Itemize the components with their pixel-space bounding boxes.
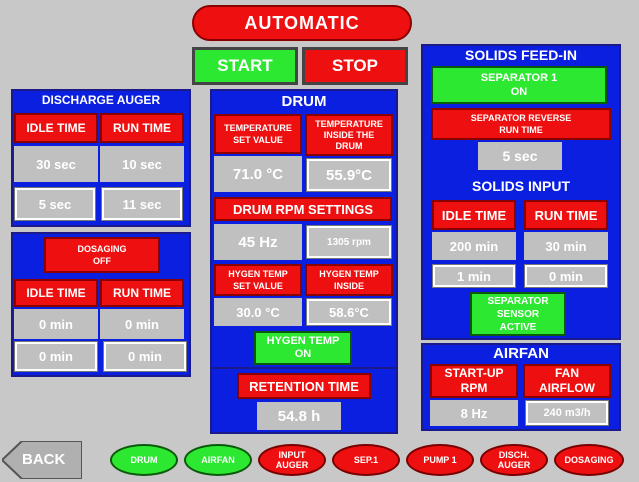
discharge-run-label: RUN TIME [100,113,184,143]
solids-run-setpoint[interactable]: 0 min [524,264,608,288]
back-arrow-icon [2,441,82,479]
temp-set-label-l2: SET VALUE [233,135,283,145]
start-button[interactable]: START [192,47,298,85]
temp-set-value[interactable]: 71.0 °C [214,156,302,192]
sensor-button-l1: SEPARATOR [487,295,549,307]
discharge-auger-title: DISCHARGE AUGER [41,93,161,107]
hygen-set-value[interactable]: 30.0 °C [214,298,302,326]
fan-airflow-label: FAN AIRFLOW [523,364,611,398]
reverse-label-l1: SEPARATOR REVERSE [470,113,572,123]
reverse-label-l2: RUN TIME [499,125,543,135]
nav-pump1-label: PUMP 1 [423,455,457,465]
hygen-button-l1: HYGEN TEMP [266,335,340,347]
back-button[interactable]: BACK [2,441,82,479]
dosaging-idle-label: IDLE TIME [14,279,98,307]
startup-label-l1: START-UP [444,366,504,380]
mode-indicator: AUTOMATIC [192,5,412,41]
airflow-label-l1: FAN [555,366,579,380]
hygen-set-label: HYGEN TEMP SET VALUE [214,264,302,296]
discharge-idle-setpoint[interactable]: 5 sec [14,187,96,221]
sensor-button-l2: SENSOR [496,308,540,320]
solids-idle-actual: 200 min [432,232,516,260]
separator-reverse-value[interactable]: 5 sec [478,142,562,170]
nav-dosaging-button[interactable]: DOSAGING [554,444,624,476]
solids-idle-setpoint[interactable]: 1 min [432,264,516,288]
discharge-run-actual: 10 sec [100,146,184,182]
dosaging-idle-actual: 0 min [14,309,98,339]
solids-idle-label: IDLE TIME [432,200,516,230]
dosaging-run-setpoint[interactable]: 0 min [103,341,187,372]
separator-1-button[interactable]: SEPARATOR 1 ON [431,66,607,104]
temp-set-label: TEMPERATURE SET VALUE [214,114,302,154]
dosaging-button-line1: DOSAGING [77,244,127,254]
temp-set-label-l1: TEMPERATURE [224,123,292,133]
nav-drum-label: DRUM [130,455,158,465]
hygen-inside-label: HYGEN TEMP INSIDE [305,264,393,296]
dosaging-idle-setpoint[interactable]: 0 min [14,341,98,372]
airfan-title: AIRFAN [493,345,549,362]
nav-drum-button[interactable]: DRUM [110,444,178,476]
nav-disch-auger-button[interactable]: DISCH. AUGER [480,444,548,476]
nav-pump1-button[interactable]: PUMP 1 [406,444,474,476]
nav-disch-auger-l2: AUGER [497,460,531,470]
back-button-label: BACK [22,451,66,468]
dosaging-run-label: RUN TIME [100,279,184,307]
sensor-button-l3: ACTIVE [499,321,537,333]
hygen-inside-label-l1: HYGEN TEMP [319,269,379,279]
temp-inside-label-l2: INSIDE THE [323,129,375,140]
hygen-set-label-l1: HYGEN TEMP [228,269,288,279]
temp-inside-label-l3: DRUM [335,140,363,151]
nav-input-auger-l2: AUGER [275,460,309,470]
nav-disch-auger-l1: DISCH. [498,450,530,460]
solids-run-label: RUN TIME [524,200,608,230]
nav-airfan-button[interactable]: AIRFAN [184,444,252,476]
separator-button-l1: SEPARATOR 1 [480,72,558,84]
temp-inside-label-l1: TEMPERATURE [315,118,383,129]
startup-rpm-value[interactable]: 8 Hz [430,400,518,426]
drum-rpm-value: 1305 rpm [306,225,392,259]
drum-rpm-hz-value[interactable]: 45 Hz [214,224,302,260]
drum-rpm-label: DRUM RPM SETTINGS [214,197,392,221]
airflow-label-l2: AIRFLOW [539,381,595,395]
nav-input-auger-l1: INPUT [278,450,306,460]
discharge-idle-actual: 30 sec [14,146,98,182]
temp-inside-label: TEMPERATURE INSIDE THE DRUM [305,114,393,156]
retention-time-value: 54.8 h [257,402,341,430]
nav-input-auger-button[interactable]: INPUT AUGER [258,444,326,476]
hygen-inside-value: 58.6°C [306,298,392,326]
nav-dosaging-label: DOSAGING [564,455,614,465]
nav-airfan-label: AIRFAN [201,455,235,465]
discharge-idle-label: IDLE TIME [14,113,98,143]
solids-input-title: SOLIDS INPUT [471,178,570,194]
separator-reverse-label: SEPARATOR REVERSE RUN TIME [431,108,611,140]
hygen-set-label-l2: SET VALUE [233,281,283,291]
separator-sensor-button[interactable]: SEPARATOR SENSOR ACTIVE [470,292,566,336]
solids-feed-title: SOLIDS FEED-IN [464,47,577,63]
discharge-run-setpoint[interactable]: 11 sec [101,187,183,221]
hygen-button-l2: ON [294,348,312,360]
fan-airflow-value: 240 m3/h [525,400,609,426]
hygen-inside-label-l2: INSIDE [333,281,364,291]
hygen-temp-button[interactable]: HYGEN TEMP ON [254,331,352,365]
drum-title: DRUM [281,93,327,110]
retention-time-label: RETENTION TIME [237,373,371,399]
solids-run-actual: 30 min [524,232,608,260]
dosaging-toggle-button[interactable]: DOSAGING OFF [44,237,160,273]
stop-button[interactable]: STOP [302,47,408,85]
dosaging-run-actual: 0 min [100,309,184,339]
temp-inside-value: 55.9°C [306,158,392,192]
startup-rpm-label: START-UP RPM [430,364,518,398]
dosaging-button-line2: OFF [93,256,111,266]
separator-button-l2: ON [510,86,528,98]
nav-sep1-button[interactable]: SEP.1 [332,444,400,476]
nav-sep1-label: SEP.1 [353,455,379,465]
startup-label-l2: RPM [460,381,488,395]
